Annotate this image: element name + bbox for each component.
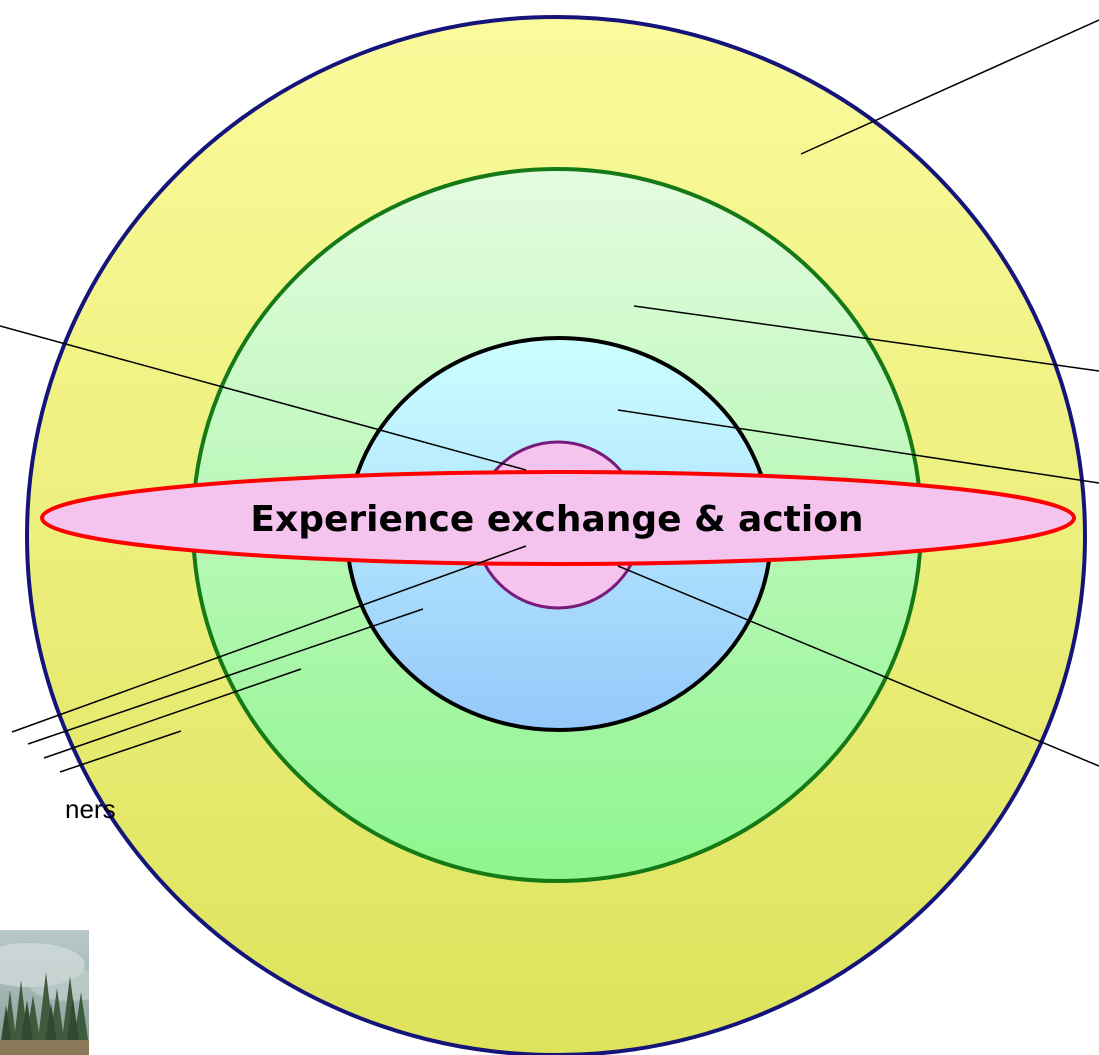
leader-line-bottom-left-4 xyxy=(59,730,182,773)
leader-line-second-ring xyxy=(633,305,1099,372)
leader-line-outer-top xyxy=(800,19,1099,155)
leader-line-bottom-left-1 xyxy=(11,545,527,733)
leader-line-bottom-left-2 xyxy=(27,608,424,745)
misty-forest-photo xyxy=(0,930,89,1055)
leader-lines xyxy=(0,19,1099,773)
experience-exchange-ellipse xyxy=(40,470,1076,566)
leader-line-third-ring xyxy=(617,409,1099,484)
leader-line-bottom-left-3 xyxy=(43,668,302,759)
center-label: Experience exchange & action xyxy=(250,499,863,540)
leader-line-left-core xyxy=(0,325,527,471)
leader-line-core-right xyxy=(617,565,1099,767)
left-fragment-label: ners xyxy=(65,794,116,824)
